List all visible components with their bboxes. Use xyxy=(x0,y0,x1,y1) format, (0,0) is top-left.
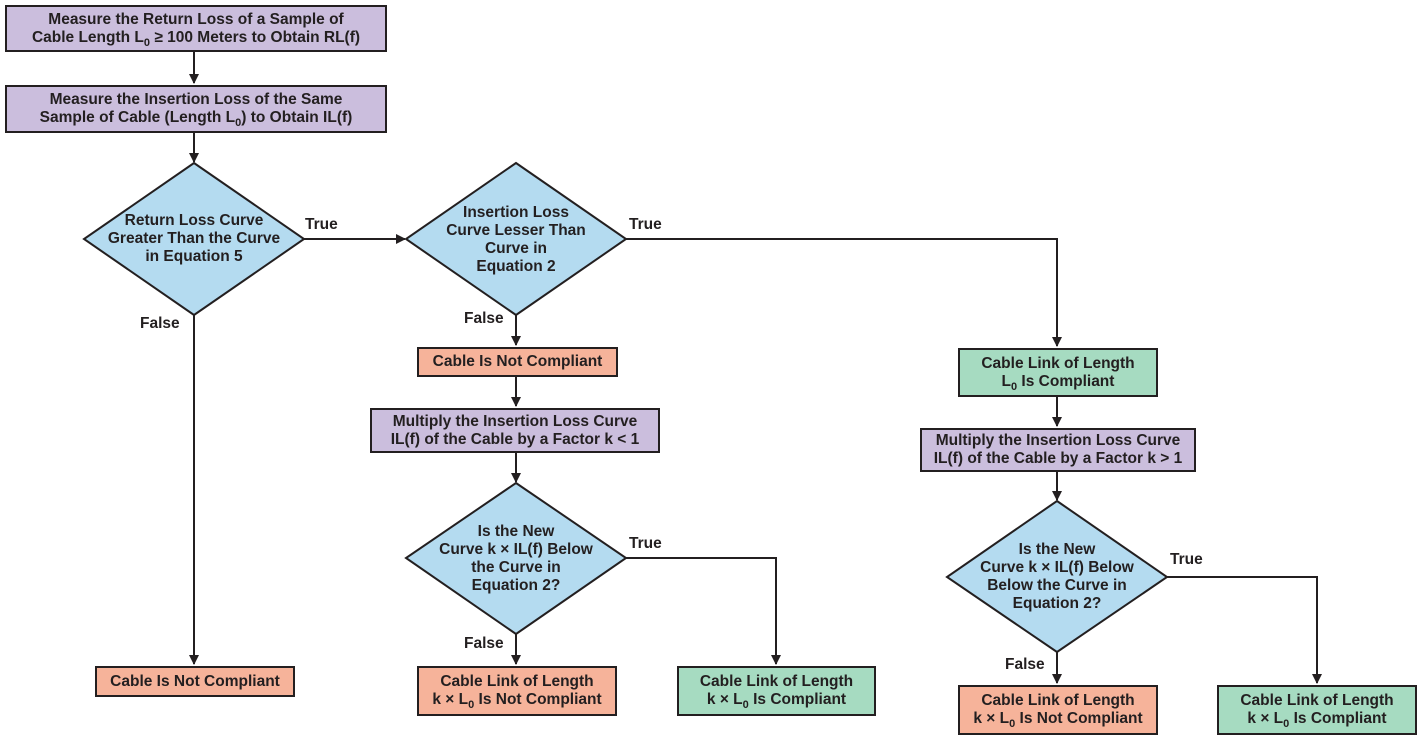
decision-line: Return Loss Curve xyxy=(124,212,264,229)
label-d4-true: True xyxy=(1170,551,1203,568)
box-line: Sample of Cable (Length L0) to Obtain IL… xyxy=(39,109,353,129)
decision-line: the Curve in xyxy=(471,559,561,576)
decision-line: Is the New xyxy=(1018,541,1096,558)
connector-arrows xyxy=(189,52,1322,684)
box-line: IL(f) of the Cable by a Factor k < 1 xyxy=(390,430,640,448)
arrow-d4-true xyxy=(1167,576,1322,684)
decision-line: Below the Curve in xyxy=(987,577,1127,594)
measure-return-loss-box: Measure the Return Loss of a Sample of C… xyxy=(5,5,387,52)
text-part: Cable Length L xyxy=(31,28,144,46)
box-line: Measure the Insertion Loss of the Same xyxy=(49,91,343,108)
text-part: Is Not Compliant xyxy=(474,691,602,708)
k-link-compliant-right: Cable Link of Length k × L0 Is Compliant xyxy=(1217,685,1417,735)
box-line: Multiply the Insertion Loss Curve xyxy=(392,412,638,430)
box-line: k × L0 Is Not Compliant xyxy=(973,710,1143,730)
text-part: ) to Obtain IL(f) xyxy=(241,109,353,126)
box-line: Multiply the Insertion Loss Curve xyxy=(935,432,1181,449)
label-d2-false: False xyxy=(464,310,504,327)
k-link-not-compliant-middle: Cable Link of Length k × L0 Is Not Compl… xyxy=(417,666,617,716)
arrow-d2-true xyxy=(626,238,1062,347)
decision-k-gt-1-text: Is the New Curve k × IL(f) Below Below t… xyxy=(947,537,1167,617)
box-line: Cable Is Not Compliant xyxy=(432,353,603,370)
label-d4-false: False xyxy=(1005,656,1045,673)
text-part: k × L xyxy=(1247,710,1284,727)
label-d1-true: True xyxy=(305,216,338,233)
decision-line: in Equation 5 xyxy=(145,248,243,265)
decision-k-lt-1-text: Is the New Curve k × IL(f) Below the Cur… xyxy=(406,519,626,599)
box-line: k × L0 Is Not Compliant xyxy=(432,691,602,711)
text-part: Is Not Compliant xyxy=(1015,710,1143,727)
subscript: 0 xyxy=(143,36,151,49)
box-line: Cable Link of Length xyxy=(699,673,854,690)
decision-line: Equation 2? xyxy=(1012,595,1102,612)
label-d3-true: True xyxy=(629,535,662,552)
text-part: Sample of Cable (Length L xyxy=(39,109,236,126)
text-part: Is Compliant xyxy=(748,691,847,708)
decision-line: Equation 2 xyxy=(476,258,556,275)
subscript: 0 xyxy=(1011,380,1018,393)
text-part: Is Compliant xyxy=(1289,710,1387,727)
box-line: Cable Is Not Compliant xyxy=(110,672,280,690)
label-d2-true: True xyxy=(629,216,662,233)
box-line: Cable Link of Length xyxy=(440,673,594,690)
text-part: Is Compliant xyxy=(1017,372,1115,390)
box-line: k × L0 Is Compliant xyxy=(706,691,847,711)
decision-return-loss-text: Return Loss Curve Greater Than the Curve… xyxy=(84,200,304,278)
box-line: Cable Link of Length xyxy=(1240,692,1394,709)
decision-line: Curve k × IL(f) Below xyxy=(980,559,1134,576)
k-link-not-compliant-right: Cable Link of Length k × L0 Is Not Compl… xyxy=(958,685,1158,735)
text-part: k × L xyxy=(706,691,743,708)
box-line: IL(f) of the Cable by a Factor k > 1 xyxy=(933,450,1183,467)
decision-line: Is the New xyxy=(477,523,555,540)
cable-not-compliant-middle: Cable Is Not Compliant xyxy=(417,347,618,377)
decision-line: Equation 2? xyxy=(471,577,561,594)
box-line: Measure the Return Loss of a Sample of xyxy=(48,10,344,28)
decision-line: Curve Lesser Than xyxy=(446,222,586,239)
decision-insertion-loss-text: Insertion Loss Curve Lesser Than Curve i… xyxy=(406,200,626,280)
subscript: 0 xyxy=(235,117,242,129)
decision-line: Curve in xyxy=(484,240,547,257)
text-part: k × L xyxy=(973,710,1010,727)
decision-line: Greater Than the Curve xyxy=(107,230,281,247)
text-part: k × L xyxy=(432,691,469,708)
subscript: 0 xyxy=(1283,718,1290,730)
subscript: 0 xyxy=(742,699,749,711)
subscript: 0 xyxy=(468,699,475,711)
arrow-d3-true xyxy=(626,557,781,665)
box-line: Cable Length L0 ≥ 100 Meters to Obtain R… xyxy=(31,28,361,49)
box-line: Cable Link of Length xyxy=(981,354,1135,372)
k-link-compliant-middle: Cable Link of Length k × L0 Is Compliant xyxy=(677,666,876,716)
multiply-k-gt-1-box: Multiply the Insertion Loss Curve IL(f) … xyxy=(920,428,1196,472)
l0-link-compliant: Cable Link of Length L0 Is Compliant xyxy=(958,348,1158,397)
box-line: k × L0 Is Compliant xyxy=(1247,710,1387,730)
label-d1-false: False xyxy=(140,315,180,332)
text-part: ≥ 100 Meters to Obtain RL(f) xyxy=(150,28,361,46)
measure-insertion-loss-box: Measure the Insertion Loss of the Same S… xyxy=(5,85,387,133)
box-line: Cable Link of Length xyxy=(981,692,1135,709)
text-part: L xyxy=(1001,372,1011,390)
subscript: 0 xyxy=(1009,718,1016,730)
decision-line: Curve k × IL(f) Below xyxy=(439,541,593,558)
multiply-k-lt-1-box: Multiply the Insertion Loss Curve IL(f) … xyxy=(370,408,660,453)
cable-not-compliant-left: Cable Is Not Compliant xyxy=(95,666,295,697)
decision-line: Insertion Loss xyxy=(463,204,569,221)
label-d3-false: False xyxy=(464,635,504,652)
box-line: L0 Is Compliant xyxy=(1001,372,1115,393)
